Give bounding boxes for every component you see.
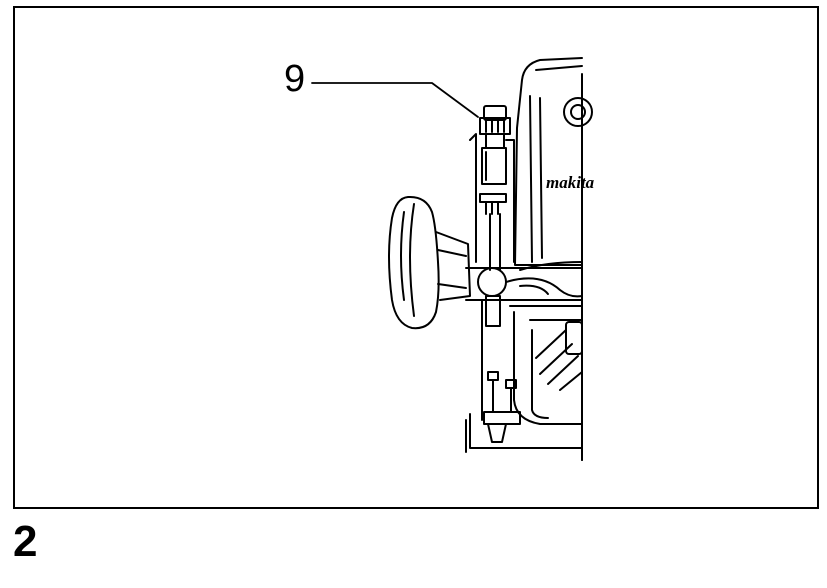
- side-handle-knob: [388, 195, 471, 330]
- callout-number-9: 9: [284, 58, 306, 100]
- motor-housing: [514, 57, 593, 461]
- depth-adjust-knob: [477, 105, 511, 327]
- figure-frame: [13, 6, 819, 509]
- figure-number: 2: [13, 517, 38, 566]
- callout-leader-line: [311, 82, 479, 118]
- router-base: [465, 371, 583, 461]
- brand-lettering: makita: [546, 173, 595, 192]
- router-column: [465, 133, 583, 425]
